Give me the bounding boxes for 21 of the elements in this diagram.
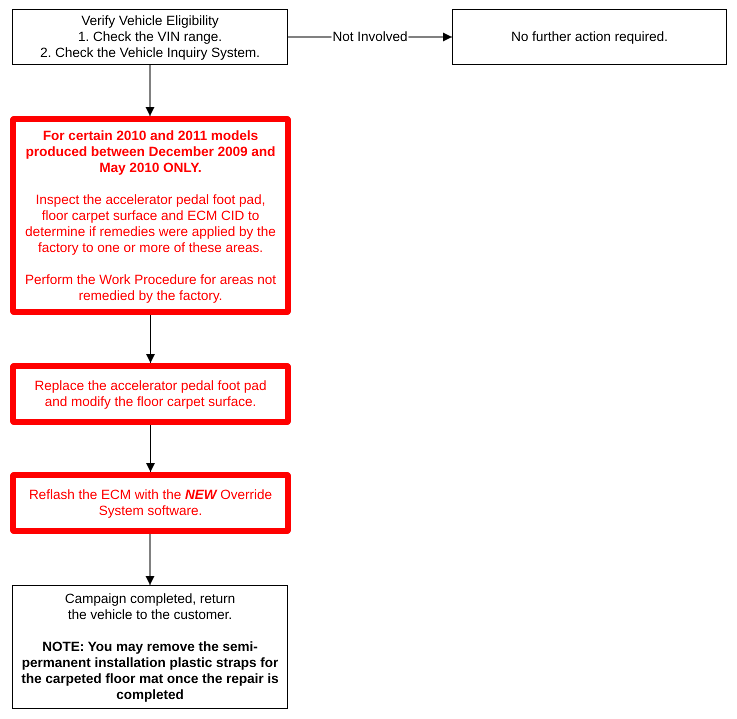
note-text: NOTE: You may remove the semi-permanent installation plastic straps for the carpeted floor mat once the repair is completed (20, 639, 280, 703)
arrow (146, 424, 155, 472)
step-text: No further action required. (511, 29, 668, 45)
step-text: 2. Check the Vehicle Inquiry System. (40, 45, 260, 61)
process-box (12, 9, 288, 65)
step-text: Replace the accelerator pedal foot pad and modify the floor carpet surface. (34, 378, 268, 410)
step-text: Verify Vehicle Eligibility (81, 13, 219, 29)
highlighted-process-box (10, 472, 291, 534)
step-heading: For certain 2010 and 2011 models produced between December 2009 and May 2010 ONLY. (24, 128, 276, 176)
highlighted-process-box (10, 116, 291, 315)
step-text: 1. Check the VIN range. (78, 29, 222, 45)
step-text: Perform the Work Procedure for areas not remedied by the factory. (24, 272, 278, 304)
arrow (146, 64, 154, 116)
arrow (146, 314, 155, 364)
step-text: Inspect the accelerator pedal foot pad, floor carpet surface and ECM CID to determine if remedies were applied by the factory to one or more of these areas. (24, 192, 277, 256)
step-text: Reflash the ECM with the NEW Override System software. (28, 487, 274, 519)
highlighted-process-box (10, 363, 291, 425)
arrow (146, 534, 154, 586)
process-box (452, 9, 727, 65)
process-box (12, 585, 288, 709)
step-text: Campaign completed, return the vehicle to the customer. (64, 591, 236, 623)
